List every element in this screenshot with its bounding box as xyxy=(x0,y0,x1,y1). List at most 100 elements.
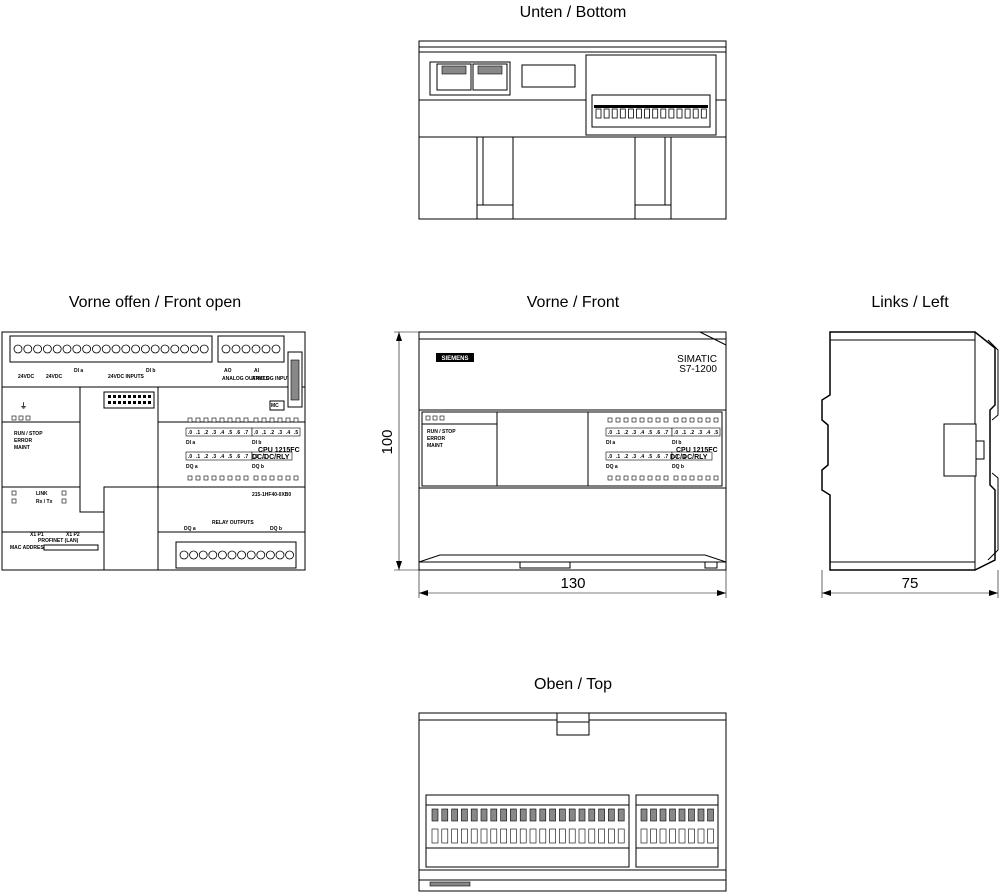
top-terminal-clamp xyxy=(697,828,705,844)
top-terminal-clamp xyxy=(490,828,498,844)
top-terminal-clamp xyxy=(539,828,547,844)
io-led xyxy=(261,475,267,481)
io-led xyxy=(647,475,653,481)
bottom-terminal-screw xyxy=(692,108,699,119)
fo-di-a-row-label: DI a xyxy=(186,440,195,446)
connector-pin xyxy=(128,395,131,398)
io-led xyxy=(647,417,653,423)
bottom-terminal-screw xyxy=(668,108,675,119)
relay-terminal-screw xyxy=(246,550,256,560)
top-terminal-clamp xyxy=(669,828,676,844)
side-latch xyxy=(943,423,977,477)
top-terminal-slot xyxy=(669,808,676,822)
fo-di-a-label: DI a xyxy=(74,368,83,374)
io-led xyxy=(235,417,241,423)
channel-label: .5 xyxy=(648,430,652,436)
channel-label: .3 xyxy=(632,430,636,436)
io-led xyxy=(689,417,695,423)
io-led xyxy=(277,475,283,481)
top-terminal-block-right xyxy=(635,794,719,868)
supply-label-1: 24VDC xyxy=(18,374,35,380)
io-led xyxy=(639,417,645,423)
fo-di-b-row-label: DI b xyxy=(252,440,261,446)
link-led xyxy=(61,490,67,496)
relay-terminal-screw xyxy=(189,550,199,560)
relay-terminal-screw xyxy=(237,550,247,560)
input-terminal-screw xyxy=(131,344,141,354)
top-terminal-clamp xyxy=(688,828,695,844)
connector-pin xyxy=(138,395,141,398)
connector-pin xyxy=(143,401,146,404)
connector-pin xyxy=(118,395,121,398)
channel-label: .7 xyxy=(244,430,248,436)
io-led xyxy=(243,475,249,481)
port-label-2: X1 P2 xyxy=(66,532,80,538)
top-terminal-clamp xyxy=(640,828,648,844)
top-terminal-clamp xyxy=(480,828,488,844)
channel-label: .0 xyxy=(188,430,192,436)
top-view-title: Oben / Top xyxy=(534,676,612,693)
bottom-terminal-screw xyxy=(676,108,683,119)
top-terminal-slot xyxy=(707,808,714,822)
supply-label-2: 24VDC xyxy=(46,374,63,380)
top-terminal-slot xyxy=(678,808,686,822)
io-led xyxy=(243,417,249,423)
bottom-terminal-screw xyxy=(619,108,626,119)
input-terminal-screw xyxy=(121,344,131,354)
io-led xyxy=(203,475,209,481)
status-led xyxy=(432,415,438,421)
channel-label: .1 xyxy=(262,454,266,460)
top-terminal-slot xyxy=(431,808,439,822)
io-led xyxy=(253,475,259,481)
link-label: LINK xyxy=(36,491,48,497)
connector-pin xyxy=(113,395,116,398)
io-led xyxy=(713,417,719,423)
io-led xyxy=(277,417,283,423)
rxtx-label: Rx / Tx xyxy=(36,499,53,505)
channel-label: .0 xyxy=(254,430,258,436)
bottom-terminal-screw xyxy=(636,108,642,119)
io-led xyxy=(673,417,679,423)
top-terminal-slot xyxy=(539,808,547,822)
siemens-logo xyxy=(436,353,474,362)
io-led xyxy=(705,417,711,423)
relay-dq-a-label: DQ a xyxy=(184,526,196,532)
input-terminal-screw xyxy=(92,344,101,354)
relay-terminal-screw xyxy=(265,550,275,560)
io-led xyxy=(655,475,661,481)
mc-label: MC xyxy=(271,403,279,409)
front-variant: DC/DC/RLY xyxy=(670,454,708,461)
io-led xyxy=(253,417,259,423)
channel-label: .7 xyxy=(244,454,248,460)
front-model: CPU 1215FC xyxy=(676,447,718,454)
channel-label: .1 xyxy=(196,430,200,436)
bottom-terminal-screw xyxy=(700,108,707,119)
top-terminal-slot xyxy=(608,808,615,822)
top-terminal-slot xyxy=(500,808,507,822)
bottom-terminal-screw xyxy=(660,108,667,119)
io-led xyxy=(697,417,703,423)
channel-label: .0 xyxy=(254,454,258,460)
top-terminal-clamp xyxy=(461,828,468,844)
channel-strip xyxy=(671,427,721,437)
top-terminal-clamp xyxy=(707,828,714,844)
top-terminal-clamp xyxy=(678,828,686,844)
top-view xyxy=(418,712,727,892)
input-terminal-screw xyxy=(72,344,82,354)
height-dimension: 100 xyxy=(379,429,396,454)
bottom-view xyxy=(418,40,727,220)
top-terminal-slot xyxy=(688,808,695,822)
top-terminal-slot xyxy=(559,808,566,822)
status-error: ERROR xyxy=(14,438,32,444)
channel-label: .4 xyxy=(286,430,290,436)
inputs-label: 24VDC INPUTS xyxy=(108,374,145,380)
top-terminal-clamp xyxy=(598,828,605,844)
io-led xyxy=(681,475,687,481)
channel-label: .1 xyxy=(262,430,266,436)
top-terminal-clamp xyxy=(617,828,625,844)
analog-terminal-screw xyxy=(261,344,271,354)
input-terminal-screw xyxy=(140,344,150,354)
top-terminal-clamp xyxy=(529,828,537,844)
input-terminal-screw xyxy=(82,344,91,354)
